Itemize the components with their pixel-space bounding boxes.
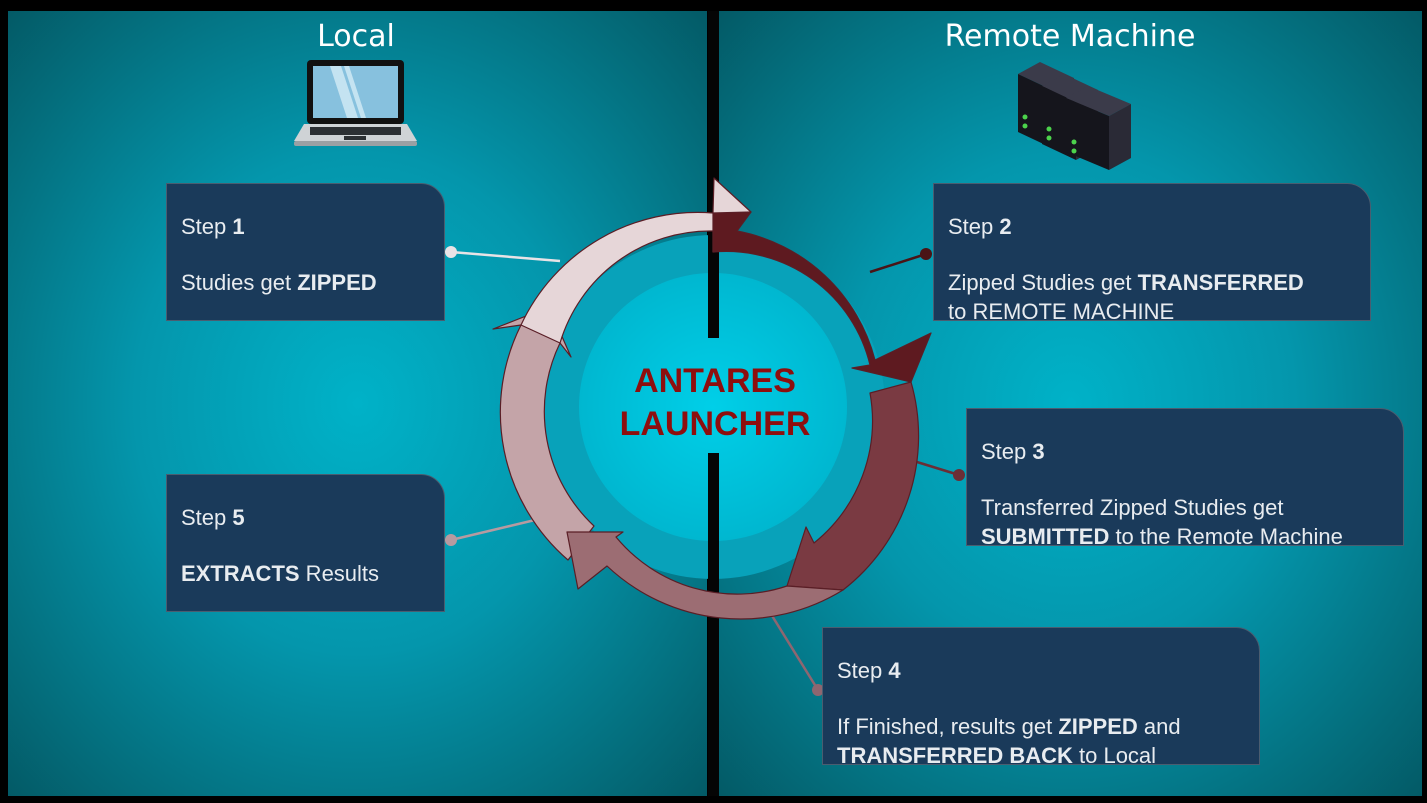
connector-step1 xyxy=(445,246,561,263)
inner-core-circle xyxy=(579,273,847,541)
step-5-title: Step 5 xyxy=(181,505,245,530)
step-3-box: Step 3 Transferred Zipped Studies get SU… xyxy=(966,408,1404,549)
center-title: ANTARES LAUNCHER xyxy=(580,360,850,446)
connector-step4 xyxy=(764,605,824,696)
connector-step2 xyxy=(869,248,932,274)
arrow-step4 xyxy=(566,531,844,620)
step-1-box: Step 1 Studies get ZIPPED xyxy=(166,183,445,321)
step-1-text: Studies get ZIPPED xyxy=(181,270,377,295)
step-5-box: Step 5 EXTRACTS Results xyxy=(166,474,445,612)
server-icon xyxy=(1018,62,1131,170)
center-title-line1: ANTARES xyxy=(634,362,796,400)
arrow-step2 xyxy=(712,211,932,383)
divider-line-top xyxy=(708,11,719,338)
divider-line-bottom xyxy=(708,453,719,796)
arrow-step5 xyxy=(492,306,595,561)
step-1-title: Step 1 xyxy=(181,214,245,239)
step-4-title: Step 4 xyxy=(837,658,901,683)
step-2-box: Step 2 Zipped Studies get TRANSFERRED to… xyxy=(933,183,1371,324)
remote-heading: Remote Machine xyxy=(944,19,1196,54)
step-3-text: Transferred Zipped Studies get SUBMITTED… xyxy=(981,495,1343,549)
step-2-title: Step 2 xyxy=(948,214,1012,239)
connector-step3 xyxy=(916,460,965,481)
laptop-icon xyxy=(294,60,417,146)
step-4-text: If Finished, results get ZIPPED and TRAN… xyxy=(837,714,1181,768)
step-5-text: EXTRACTS Results xyxy=(181,561,380,586)
center-title-line2: LAUNCHER xyxy=(619,405,811,443)
connector-step5 xyxy=(445,518,536,546)
step-2-text: Zipped Studies get TRANSFERRED to REMOTE… xyxy=(948,270,1304,324)
step-4-box: Step 4 If Finished, results get ZIPPED a… xyxy=(822,627,1260,768)
local-heading: Local xyxy=(317,19,395,54)
step-3-title: Step 3 xyxy=(981,439,1045,464)
